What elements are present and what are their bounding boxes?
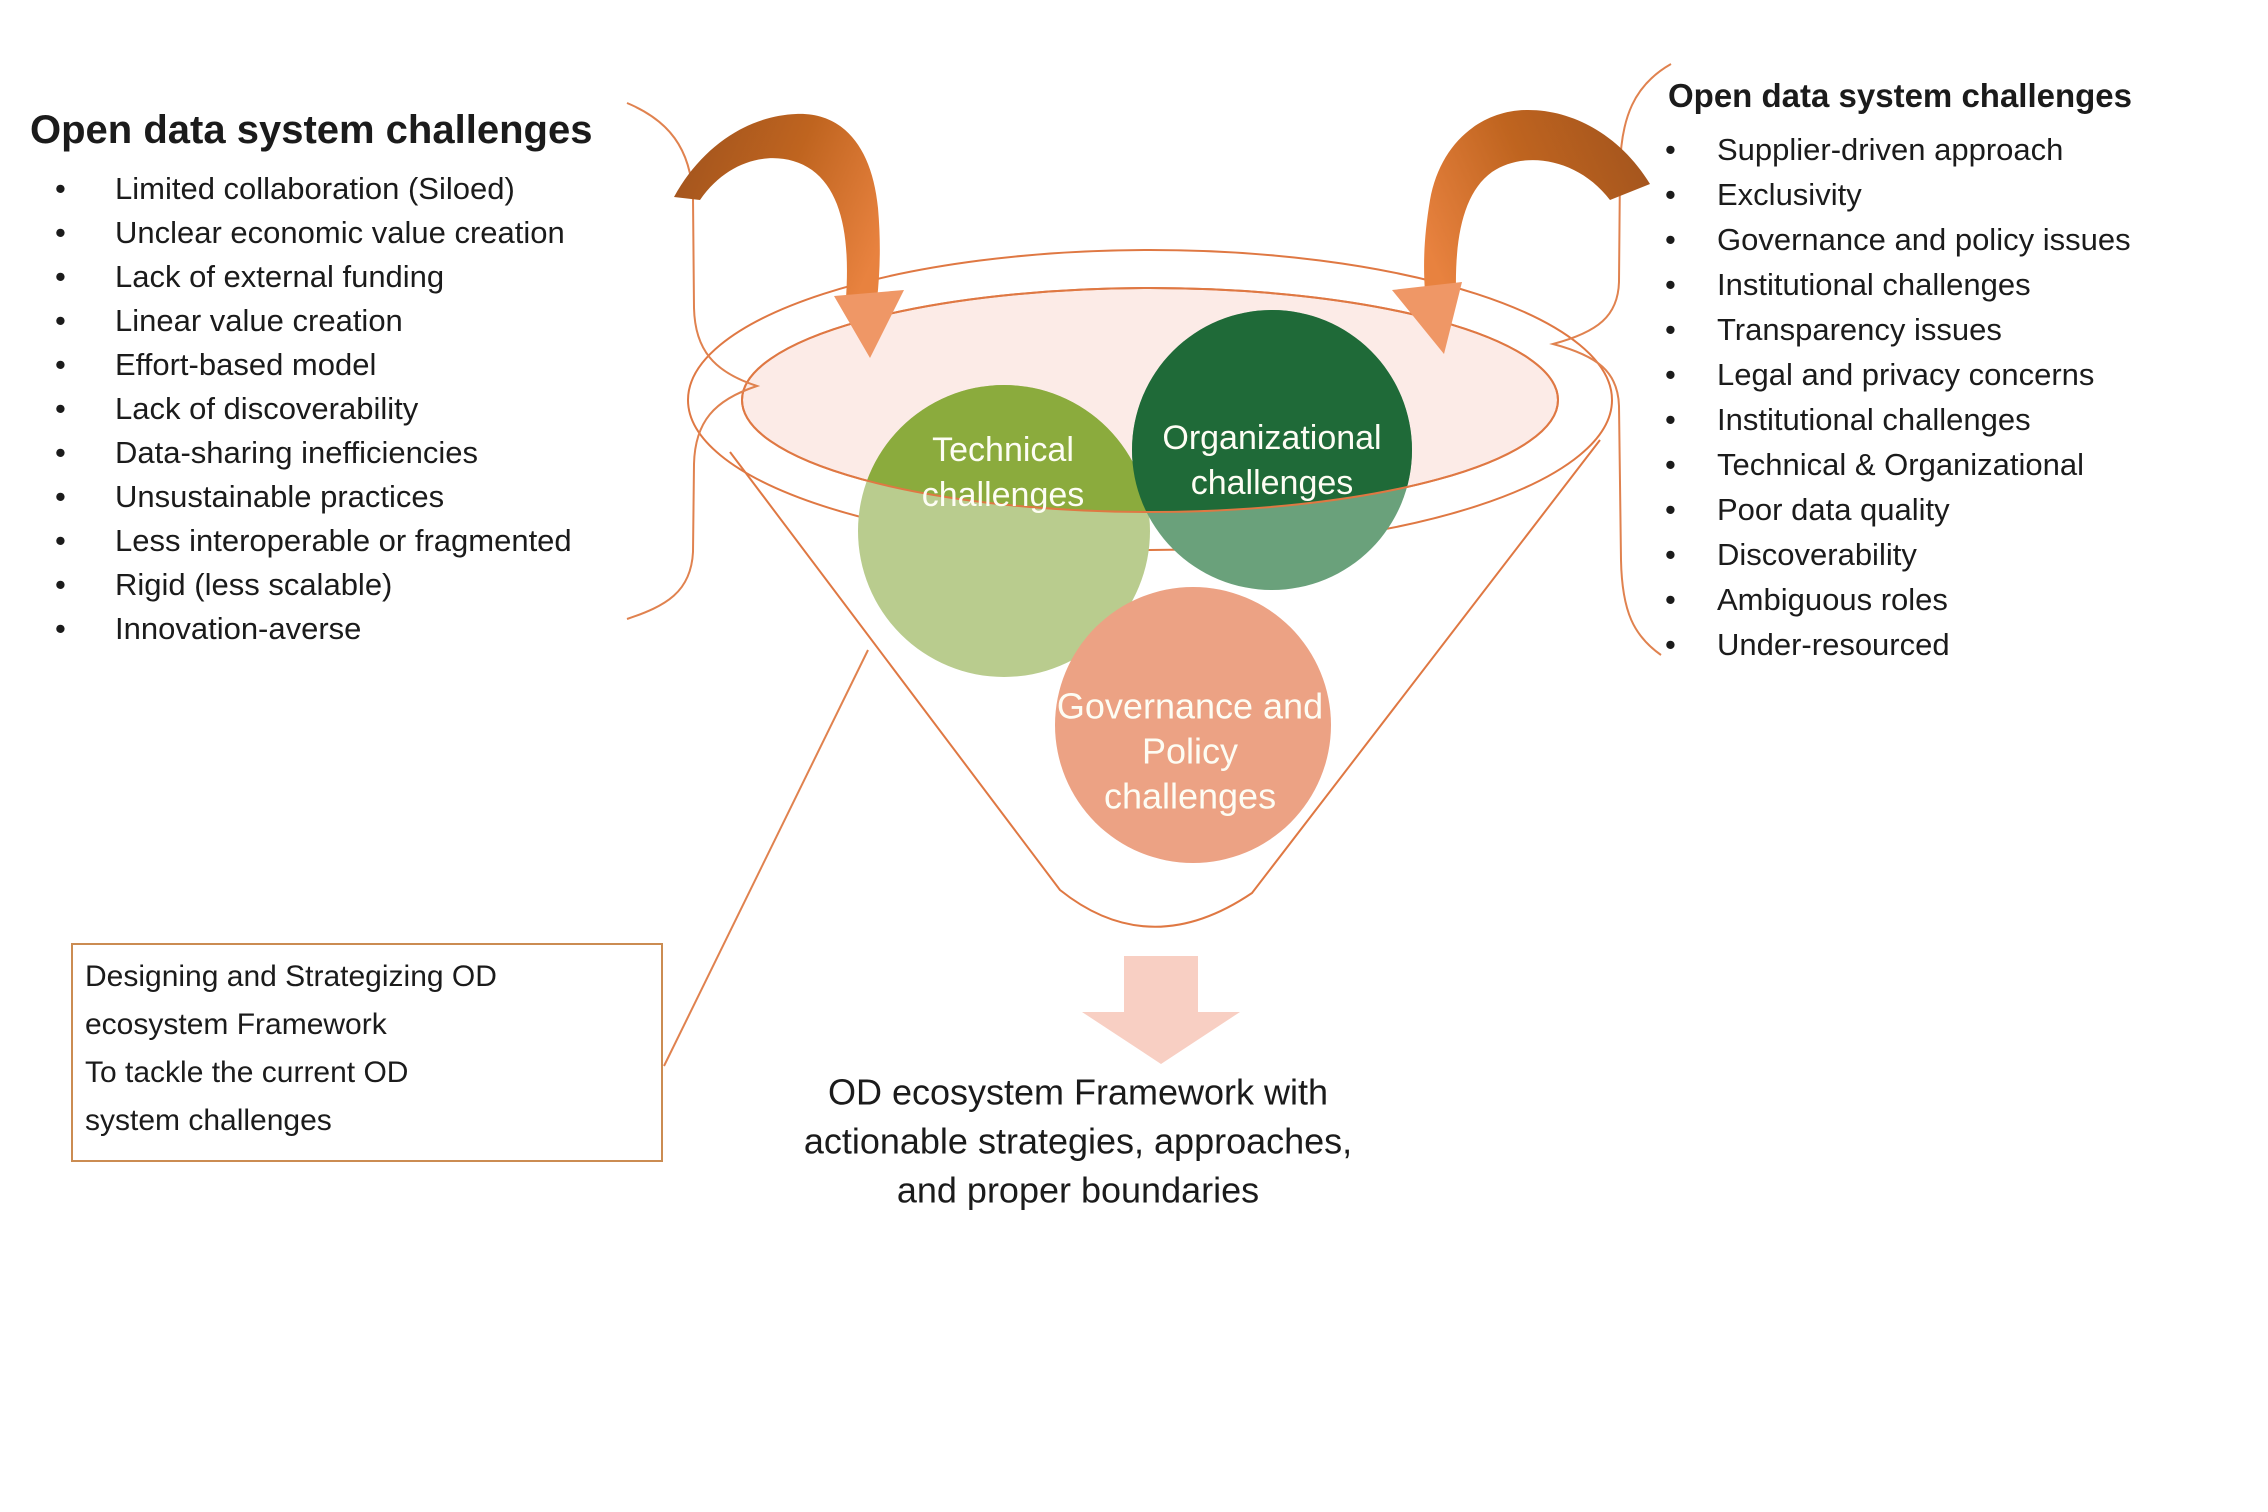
governance-circle-label: Governance and Policy challenges <box>1057 684 1323 819</box>
technical-circle-label: Technical challenges <box>922 428 1085 518</box>
down-arrow-icon <box>1082 956 1240 1064</box>
list-item: Rigid (less scalable) <box>55 563 572 607</box>
governance-circle <box>1055 587 1331 863</box>
right-brace-connector <box>1549 63 1672 656</box>
left-brace-connector <box>626 102 761 620</box>
governance-label-line2: Policy <box>1141 730 1239 772</box>
right-challenge-list: Supplier-driven approachExclusivityGover… <box>1665 127 2131 667</box>
list-item: Governance and policy issues <box>1665 217 2131 262</box>
list-item: Unsustainable practices <box>55 475 572 519</box>
list-item: Institutional challenges <box>1665 397 2131 442</box>
funnel-outer-rim <box>687 249 1613 551</box>
list-item: Discoverability <box>1665 532 2131 577</box>
list-item: Exclusivity <box>1665 172 2131 217</box>
list-item: Innovation-averse <box>55 607 572 651</box>
list-item: Linear value creation <box>55 299 572 343</box>
strategy-box: Designing and Strategizing OD ecosystem … <box>71 943 663 1162</box>
output-line2: actionable strategies, approaches, <box>803 1120 1353 1162</box>
list-item: Lack of discoverability <box>55 387 572 431</box>
strategy-box-line4: system challenges <box>85 1104 332 1137</box>
organizational-label-line1: Organizational <box>1162 419 1382 457</box>
right-swoosh-arrow <box>1424 110 1650 292</box>
list-item: Poor data quality <box>1665 487 2131 532</box>
funnel-cone <box>729 439 1601 928</box>
right-swoosh-arrowhead-icon <box>1392 282 1462 354</box>
strategy-box-line2: ecosystem Framework <box>85 1008 387 1041</box>
list-item: Limited collaboration (Siloed) <box>55 167 572 211</box>
list-item: Unclear economic value creation <box>55 211 572 255</box>
list-item: Lack of external funding <box>55 255 572 299</box>
left-swoosh-arrowhead-icon <box>834 290 904 358</box>
governance-label-line3: challenges <box>1103 775 1277 817</box>
governance-label-line1: Governance and <box>1056 685 1324 727</box>
left-panel-heading: Open data system challenges <box>30 108 593 152</box>
strategy-box-line3: To tackle the current OD <box>85 1056 409 1089</box>
technical-circle <box>858 385 1150 512</box>
list-item: Under-resourced <box>1665 622 2131 667</box>
funnel-mouth-outline <box>741 287 1559 513</box>
organizational-label-line2: challenges <box>1190 464 1354 502</box>
list-item: Supplier-driven approach <box>1665 127 2131 172</box>
list-item: Institutional challenges <box>1665 262 2131 307</box>
list-item: Transparency issues <box>1665 307 2131 352</box>
strategy-box-line1: Designing and Strategizing OD <box>85 960 497 993</box>
list-item: Data-sharing inefficiencies <box>55 431 572 475</box>
list-item: Less interoperable or fragmented <box>55 519 572 563</box>
left-challenge-list: Limited collaboration (Siloed)Unclear ec… <box>55 167 572 651</box>
box-callout-line <box>663 649 869 1067</box>
list-item: Effort-based model <box>55 343 572 387</box>
left-swoosh-arrow <box>674 113 880 300</box>
technical-label-line1: Technical <box>932 431 1074 469</box>
organizational-circle <box>1132 310 1412 512</box>
output-statement: OD ecosystem Framework with actionable s… <box>804 1068 1352 1215</box>
technical-label-line2: challenges <box>921 476 1085 514</box>
list-item: Technical & Organizational <box>1665 442 2131 487</box>
list-item: Ambiguous roles <box>1665 577 2131 622</box>
output-line3: and proper boundaries <box>896 1169 1260 1211</box>
list-item: Legal and privacy concerns <box>1665 352 2131 397</box>
output-line1: OD ecosystem Framework with <box>827 1071 1329 1113</box>
organizational-circle-label: Organizational challenges <box>1162 416 1381 506</box>
right-panel-heading: Open data system challenges <box>1668 77 2133 114</box>
